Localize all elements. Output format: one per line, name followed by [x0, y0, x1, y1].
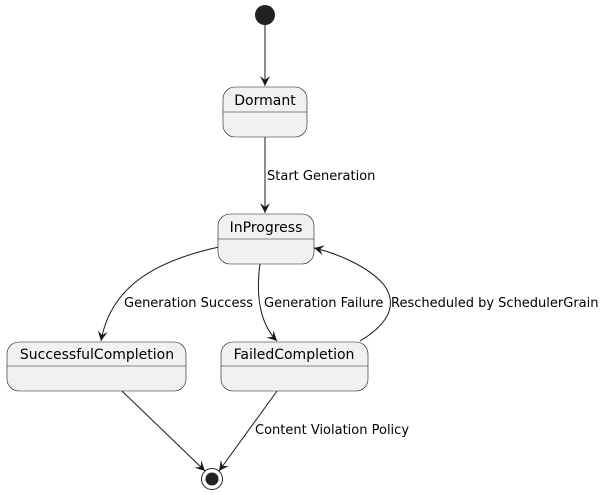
state-name-failed-completion: FailedCompletion — [234, 347, 355, 363]
state-name-in-progress: InProgress — [230, 220, 303, 236]
state-name-successful-completion: SuccessfulCompletion — [20, 347, 174, 363]
edge-success-to-final — [121, 390, 206, 472]
edge-generation-failure — [257, 263, 278, 342]
label-content-violation: Content Violation Policy — [255, 423, 409, 438]
label-generation-success: Generation Success — [124, 296, 253, 311]
state-in-progress: InProgress — [217, 213, 315, 265]
state-failed-completion: FailedCompletion — [220, 341, 369, 392]
state-name-dormant: Dormant — [234, 93, 296, 109]
edge-content-violation — [218, 390, 278, 472]
state-successful-completion: SuccessfulCompletion — [6, 341, 187, 392]
label-start-generation: Start Generation — [267, 169, 375, 184]
label-generation-failure: Generation Failure — [264, 296, 383, 311]
initial-state-marker — [255, 5, 275, 25]
state-dormant: Dormant — [222, 86, 308, 138]
final-state-marker — [201, 468, 223, 490]
label-rescheduled: Rescheduled by SchedulerGrain — [391, 296, 599, 311]
edge-rescheduled — [313, 245, 391, 342]
edge-generation-success — [97, 246, 220, 342]
